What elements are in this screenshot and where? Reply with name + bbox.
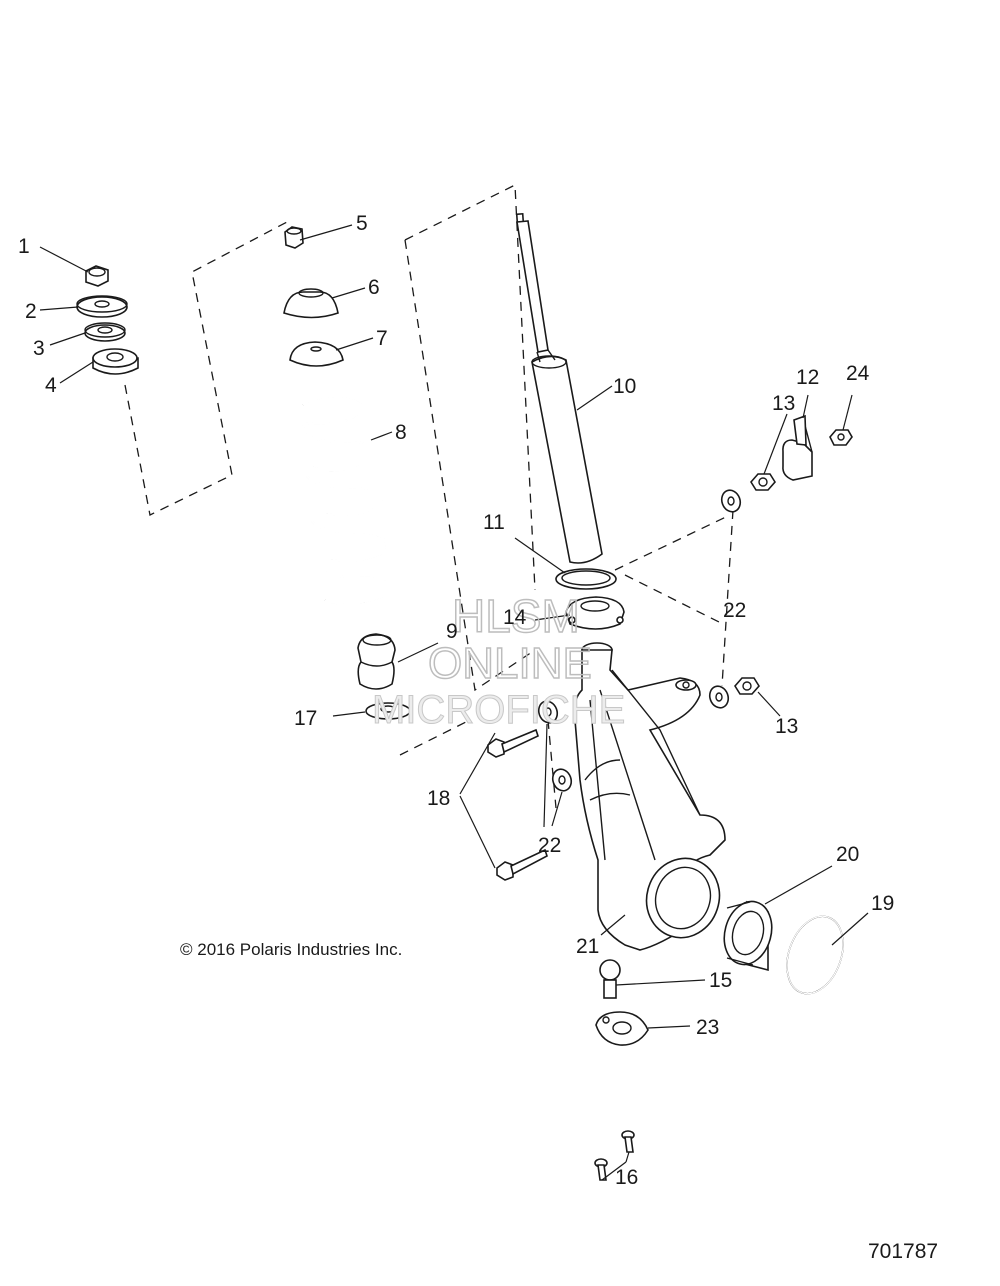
part-9-bump-stop xyxy=(357,633,396,690)
callout-2: 2 xyxy=(25,300,37,323)
part-8-coil-spring xyxy=(302,396,392,607)
part-3-washer xyxy=(84,322,126,342)
part-17-washer xyxy=(365,702,411,720)
callout-4: 4 xyxy=(45,374,57,397)
part-13-nut-upper xyxy=(750,473,776,491)
callout-7: 7 xyxy=(376,327,388,350)
watermark: HLSM ONLINE MICROFICHE xyxy=(372,589,626,732)
callout-13-lower: 13 xyxy=(775,715,798,738)
callout-1: 1 xyxy=(18,235,30,258)
callout-16: 16 xyxy=(615,1166,638,1189)
assembly-guide-lines xyxy=(124,183,734,809)
callout-21: 21 xyxy=(576,935,599,958)
part-5-nut xyxy=(284,226,304,249)
callout-14: 14 xyxy=(503,606,527,629)
part-4-bushing xyxy=(92,348,139,375)
callout-labels: 1 2 3 4 5 6 7 8 10 11 12 13 24 22 14 9 1… xyxy=(18,212,894,1189)
part-16-screws xyxy=(594,1130,635,1181)
callout-8: 8 xyxy=(395,421,407,444)
part-23-plate xyxy=(595,1011,649,1046)
part-12-clip xyxy=(782,414,813,481)
callout-3: 3 xyxy=(33,337,45,360)
part-7-spring-seat xyxy=(289,341,344,367)
callout-12: 12 xyxy=(796,366,819,389)
part-1-nut xyxy=(85,265,109,287)
callout-20: 20 xyxy=(836,843,859,866)
part-24-nut xyxy=(829,429,853,446)
callout-22-right: 22 xyxy=(723,599,746,622)
callout-15: 15 xyxy=(709,969,732,992)
part-18-bolts xyxy=(487,728,548,881)
part-6-upper-cup xyxy=(283,288,339,319)
part-15-ball-joint xyxy=(599,959,621,999)
part-14-retainer xyxy=(565,596,625,630)
part-22-washers xyxy=(537,489,742,792)
callout-5: 5 xyxy=(356,212,368,235)
part-11-o-ring xyxy=(555,568,617,590)
callout-24: 24 xyxy=(846,362,870,385)
part-19-snap-ring xyxy=(786,915,844,995)
callout-10: 10 xyxy=(613,375,636,398)
callout-18: 18 xyxy=(427,787,450,810)
drawing-number: 701787 xyxy=(868,1240,939,1263)
leader-lines xyxy=(39,224,869,1181)
part-20-wheel-bearing xyxy=(723,900,773,972)
part-13-nut-lower xyxy=(734,677,760,695)
watermark-line-2: ONLINE xyxy=(428,639,592,688)
watermark-line-3: MICROFICHE xyxy=(372,688,625,732)
callout-23: 23 xyxy=(696,1016,719,1039)
callout-17: 17 xyxy=(294,707,317,730)
callout-19: 19 xyxy=(871,892,894,915)
part-21-steering-knuckle xyxy=(573,642,726,951)
part-2-washer xyxy=(76,295,128,318)
callout-9: 9 xyxy=(446,620,458,643)
callout-22-lower: 22 xyxy=(538,834,561,857)
part-10-shock-absorber xyxy=(515,212,603,564)
copyright-notice: © 2016 Polaris Industries Inc. xyxy=(180,940,403,959)
watermark-line-1: HLSM xyxy=(452,590,580,642)
callout-6: 6 xyxy=(368,276,380,299)
callout-13-upper: 13 xyxy=(772,392,795,415)
callout-11: 11 xyxy=(483,511,505,534)
